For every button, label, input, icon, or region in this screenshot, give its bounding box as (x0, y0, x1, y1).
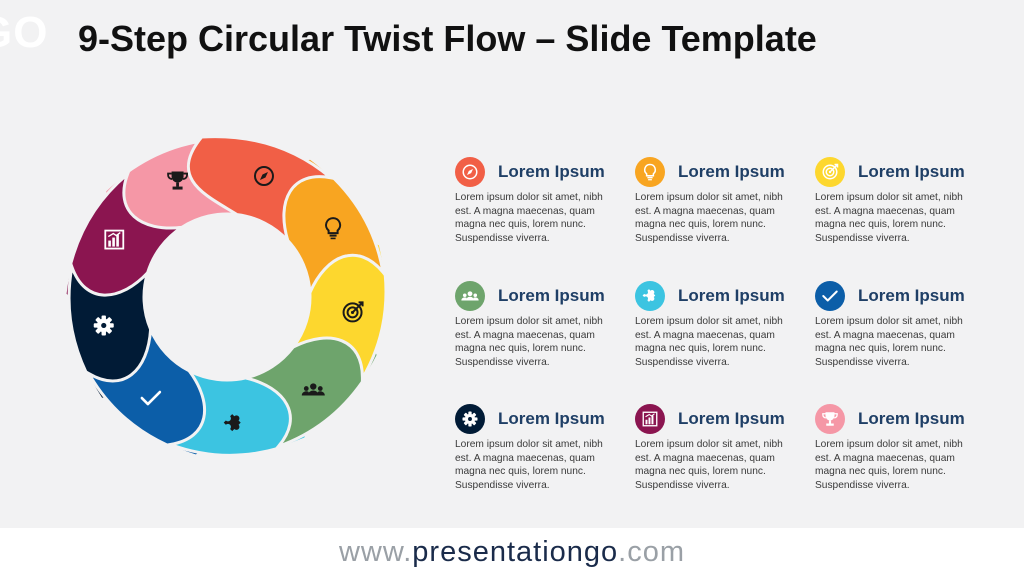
step-heading: Lorem Ipsum (678, 286, 785, 305)
gear-icon (93, 315, 114, 336)
step-description: Lorem ipsum dolor sit amet, nibh est. A … (635, 192, 783, 244)
checkmark-icon (140, 390, 162, 406)
step-description: Lorem ipsum dolor sit amet, nibh est. A … (815, 192, 963, 244)
step-description: Lorem ipsum dolor sit amet, nibh est. A … (815, 316, 963, 368)
footer-domain: presentationgo (412, 535, 619, 568)
step-description: Lorem ipsum dolor sit amet, nibh est. A … (455, 439, 603, 491)
step-description: Lorem ipsum dolor sit amet, nibh est. A … (635, 439, 783, 491)
compass-icon (462, 164, 478, 180)
step-item-7: Lorem Ipsum Lorem ipsum dolor sit amet, … (455, 403, 620, 492)
step-item-3: Lorem Ipsum Lorem ipsum dolor sit amet, … (815, 156, 980, 245)
step-badge-9 (815, 404, 845, 434)
puzzle-icon (642, 289, 656, 302)
step-item-6: Lorem Ipsum Lorem ipsum dolor sit amet, … (815, 280, 980, 369)
step-item-2: Lorem Ipsum Lorem ipsum dolor sit amet, … (635, 156, 800, 245)
step-badge-7 (455, 404, 485, 434)
step-badge-5 (635, 281, 665, 311)
brand-logo: GO (0, 8, 49, 57)
target-icon (822, 163, 839, 180)
step-heading: Lorem Ipsum (498, 162, 605, 181)
step-item-5: Lorem Ipsum Lorem ipsum dolor sit amet, … (635, 280, 800, 369)
footer-prefix: www. (338, 535, 413, 568)
lightbulb-icon (644, 163, 656, 181)
step-item-1: Lorem Ipsum Lorem ipsum dolor sit amet, … (455, 156, 620, 245)
step-heading: Lorem Ipsum (858, 162, 965, 181)
puzzle-icon (223, 414, 241, 432)
slide-title: 9-Step Circular Twist Flow – Slide Templ… (78, 18, 817, 59)
trophy-icon (822, 412, 838, 426)
bar-chart-icon (104, 229, 125, 250)
trophy-icon (167, 171, 188, 190)
step-badge-2 (635, 157, 665, 187)
compass-icon (253, 166, 274, 187)
step-badge-4 (455, 281, 485, 311)
step-item-4: Lorem Ipsum Lorem ipsum dolor sit amet, … (455, 280, 620, 369)
gear-icon (462, 411, 478, 427)
step-description: Lorem ipsum dolor sit amet, nibh est. A … (635, 316, 783, 368)
step-heading: Lorem Ipsum (678, 409, 785, 428)
target-icon (342, 301, 364, 323)
step-heading: Lorem Ipsum (498, 286, 605, 305)
step-badge-1 (455, 157, 485, 187)
bar-chart-icon (642, 411, 658, 427)
step-description: Lorem ipsum dolor sit amet, nibh est. A … (455, 192, 603, 244)
steps-grid: Lorem Ipsum Lorem ipsum dolor sit amet, … (455, 156, 995, 506)
circular-twist-diagram (54, 124, 400, 470)
step-badge-6 (815, 281, 845, 311)
checkmark-icon (822, 290, 838, 302)
step-heading: Lorem Ipsum (858, 409, 965, 428)
step-item-9: Lorem Ipsum Lorem ipsum dolor sit amet, … (815, 403, 980, 492)
step-badge-3 (815, 157, 845, 187)
footer-website: www.presentationgo.com (0, 528, 1024, 576)
step-description: Lorem ipsum dolor sit amet, nibh est. A … (815, 439, 963, 491)
footer-suffix: .com (618, 535, 685, 568)
step-description: Lorem ipsum dolor sit amet, nibh est. A … (455, 316, 603, 368)
step-heading: Lorem Ipsum (858, 286, 965, 305)
step-item-8: Lorem Ipsum Lorem ipsum dolor sit amet, … (635, 403, 800, 492)
team-icon (301, 383, 325, 396)
step-heading: Lorem Ipsum (678, 162, 785, 181)
team-icon (461, 291, 479, 301)
step-heading: Lorem Ipsum (498, 409, 605, 428)
twist-segment-1 (186, 135, 336, 242)
step-badge-8 (635, 404, 665, 434)
lightbulb-icon (325, 217, 342, 240)
twist-flow-svg (63, 135, 388, 458)
